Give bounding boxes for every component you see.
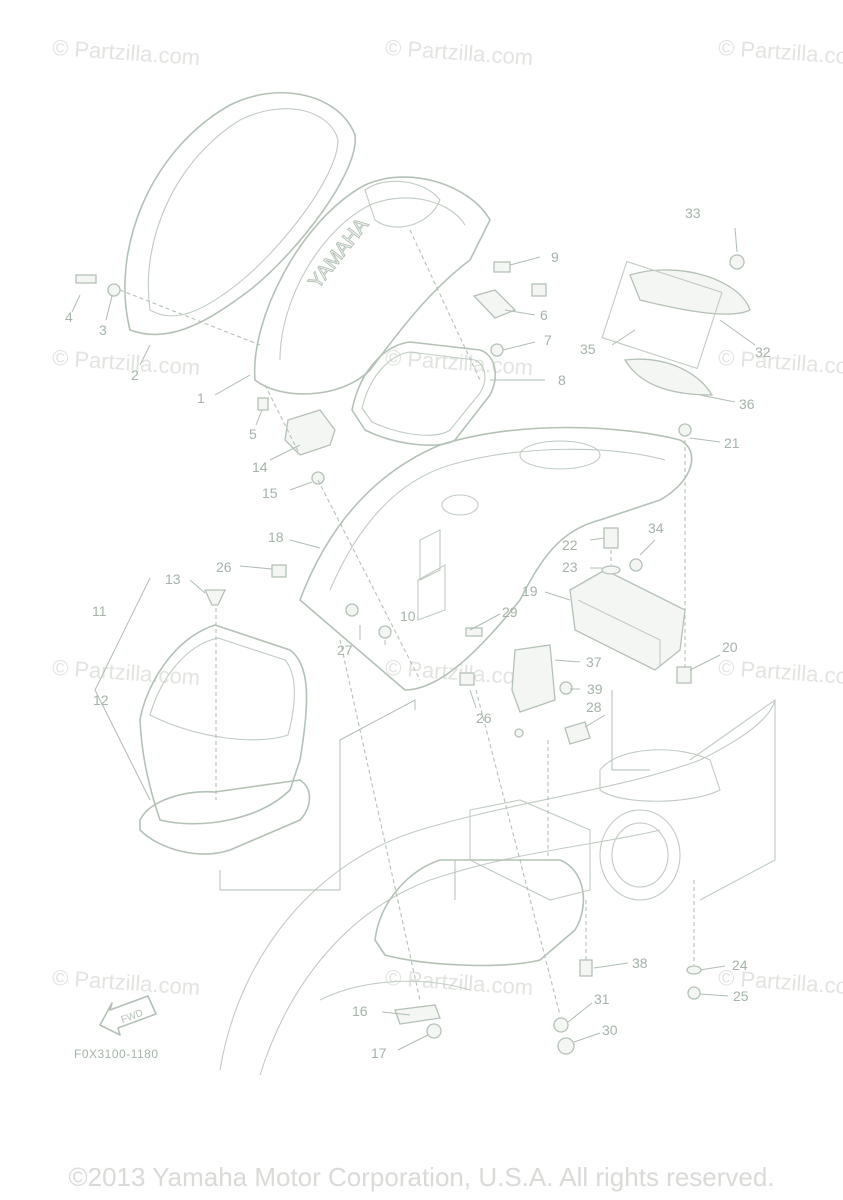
- callout-11: 11: [92, 603, 107, 619]
- frame-lines: [94, 577, 650, 900]
- callout-33: 33: [685, 205, 701, 221]
- assembly-lines: [119, 229, 695, 1016]
- callout-36: 36: [739, 396, 755, 412]
- callout-9: 9: [551, 249, 559, 265]
- callout-29: 29: [502, 604, 518, 620]
- gasket-part: [351, 341, 496, 446]
- callout-17: 17: [371, 1045, 387, 1061]
- callout-37: 37: [586, 654, 602, 670]
- callout-25: 25: [733, 988, 749, 1004]
- callout-39: 39: [587, 681, 603, 697]
- callout-22: 22: [562, 537, 578, 553]
- fwd-arrow-icon: FWD: [99, 995, 157, 1036]
- callout-6: 6: [540, 307, 548, 323]
- callout-20: 20: [722, 639, 738, 655]
- callout-19: 19: [522, 583, 538, 599]
- callout-38: 38: [632, 955, 648, 971]
- hardware-parts: [75, 254, 751, 1055]
- bucket-gasket-part: [139, 779, 311, 855]
- drawing-code: F0X3100-1180: [74, 1047, 159, 1061]
- callout-26b: 26: [476, 710, 492, 726]
- callout-30: 30: [602, 1022, 618, 1038]
- callout-35: 35: [580, 341, 596, 357]
- callout-15: 15: [262, 485, 278, 501]
- leader-lines: [71, 227, 756, 1051]
- hatch-part: YAMAHA: [253, 176, 491, 395]
- callout-23: 23: [562, 559, 578, 575]
- callout-3: 3: [99, 322, 107, 338]
- callout-12: 12: [93, 692, 109, 708]
- storage-body-part: [299, 426, 693, 691]
- seat-cover-part: [124, 92, 356, 336]
- callout-27: 27: [337, 642, 353, 658]
- hull-outline: [219, 698, 776, 1076]
- copyright-notice: ©2013 Yamaha Motor Corporation, U.S.A. A…: [68, 1162, 775, 1192]
- callout-10: 10: [400, 608, 416, 624]
- callout-28: 28: [586, 699, 602, 715]
- callout-5: 5: [249, 426, 257, 442]
- callout-34: 34: [648, 520, 664, 536]
- callout-31: 31: [594, 991, 610, 1007]
- callout-32: 32: [755, 344, 771, 360]
- callout-16: 16: [352, 1003, 368, 1019]
- callout-21: 21: [724, 435, 740, 451]
- storage-bucket-part: [139, 624, 308, 825]
- callout-2: 2: [131, 367, 139, 383]
- callout-4: 4: [65, 309, 73, 325]
- yamaha-logo-text: YAMAHA: [305, 214, 374, 293]
- callout-7: 7: [544, 332, 552, 348]
- callout-13: 13: [165, 571, 181, 587]
- callout-8: 8: [558, 372, 566, 388]
- callout-26a: 26: [216, 559, 232, 575]
- callout-18: 18: [268, 529, 284, 545]
- callout-14: 14: [252, 459, 268, 475]
- callout-24: 24: [732, 957, 748, 973]
- callout-1: 1: [197, 390, 205, 406]
